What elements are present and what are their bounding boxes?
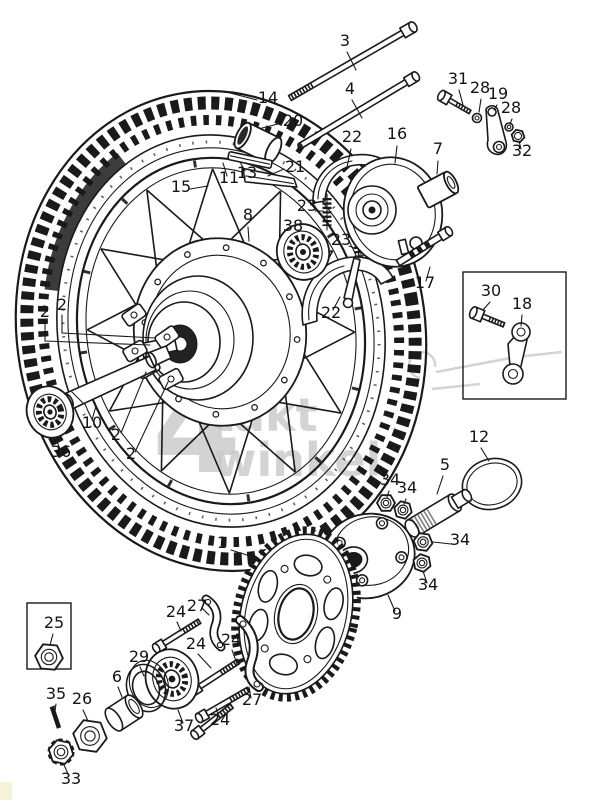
callout-4: 4 — [345, 79, 355, 98]
bolt-17 — [395, 225, 454, 267]
spacer-6 — [104, 694, 144, 732]
lock-plates-27 — [201, 594, 264, 692]
axle-sleeve-5 — [404, 488, 473, 538]
pivot-sleeve-7 — [417, 170, 460, 209]
axle-bolt-3 — [287, 21, 418, 102]
washer-28-upper — [471, 112, 483, 124]
callout-2-a: 2 — [40, 302, 50, 321]
callout-11: 11 — [219, 168, 239, 187]
callout-35: 35 — [46, 684, 66, 703]
axle-bearing-36 — [25, 385, 75, 439]
callout-18: 18 — [512, 294, 532, 313]
callout-10: 10 — [82, 413, 102, 432]
bolt-31 — [436, 89, 472, 115]
axle-rod-4 — [297, 71, 421, 150]
callout-27-b: 27 — [242, 690, 262, 709]
callout-34-b: 34 — [397, 478, 417, 497]
callout-28-a: 28 — [470, 78, 490, 97]
callout-2-c: 2 — [111, 425, 121, 444]
bolt-30 — [468, 306, 506, 328]
callout-12: 12 — [469, 427, 489, 446]
callout-2-d: 2 — [126, 444, 136, 463]
callout-22-a: 22 — [342, 127, 362, 146]
callout-8: 8 — [243, 205, 253, 224]
callout-labels: 3 4 31 28 19 28 32 14 20 21 13 11 15 22 … — [40, 31, 532, 788]
callout-38: 38 — [283, 216, 303, 235]
callout-28-b: 28 — [501, 98, 521, 117]
callout-9: 9 — [392, 604, 402, 623]
callout-19: 19 — [488, 84, 508, 103]
callout-23-b: 23 — [331, 230, 351, 249]
hex-nuts — [34, 128, 526, 765]
callout-24-b: 24 — [186, 634, 206, 653]
bearing-38 — [275, 223, 331, 281]
callout-2-b: 2 — [57, 295, 67, 314]
callout-16: 16 — [387, 124, 407, 143]
callout-32: 32 — [512, 141, 532, 160]
callout-7: 7 — [433, 139, 443, 158]
callout-24-a: 24 — [166, 602, 186, 621]
washer-28-lower — [504, 122, 514, 132]
rim-flap-21 — [242, 167, 298, 188]
seal-ring-29 — [125, 659, 169, 713]
callout-1: 1 — [217, 533, 227, 552]
callout-20: 20 — [283, 111, 303, 130]
callout-21: 21 — [285, 157, 305, 176]
torque-link-18 — [502, 322, 531, 385]
callout-30: 30 — [481, 281, 501, 300]
callout-34-c: 34 — [450, 530, 470, 549]
sprocket-1 — [231, 526, 361, 702]
leader-lines — [44, 51, 523, 777]
scan-smudge — [0, 782, 12, 800]
cotter-pin-35 — [49, 705, 62, 729]
callout-33: 33 — [61, 769, 81, 788]
rim — [75, 156, 367, 506]
stopper-arm-19 — [485, 105, 508, 156]
callout-37: 37 — [174, 716, 194, 735]
callout-26: 26 — [72, 689, 92, 708]
callout-29: 29 — [129, 647, 149, 666]
callout-6: 6 — [112, 667, 122, 686]
callout-24-c: 24 — [221, 630, 241, 649]
callout-17: 17 — [415, 273, 435, 292]
callout-3: 3 — [340, 31, 350, 50]
rim-pad-13 — [227, 151, 273, 169]
callout-24-d: 24 — [210, 710, 230, 729]
callout-23-a: 23 — [297, 196, 317, 215]
callout-36: 36 — [51, 442, 71, 461]
callout-13: 13 — [237, 163, 257, 182]
callout-25: 25 — [44, 613, 64, 632]
callout-34-d: 34 — [418, 575, 438, 594]
callout-5: 5 — [440, 455, 450, 474]
inset-box-torque-link — [462, 271, 567, 400]
callout-14: 14 — [258, 88, 278, 107]
callout-34-a: 34 — [380, 470, 400, 489]
callout-27-a: 27 — [187, 596, 207, 615]
tube-section-20 — [233, 121, 283, 165]
o-ring-12 — [461, 457, 523, 511]
watermark-sketch — [407, 350, 563, 391]
callout-31: 31 — [448, 69, 468, 88]
callout-15: 15 — [171, 177, 191, 196]
callout-22-b: 22 — [321, 303, 341, 322]
